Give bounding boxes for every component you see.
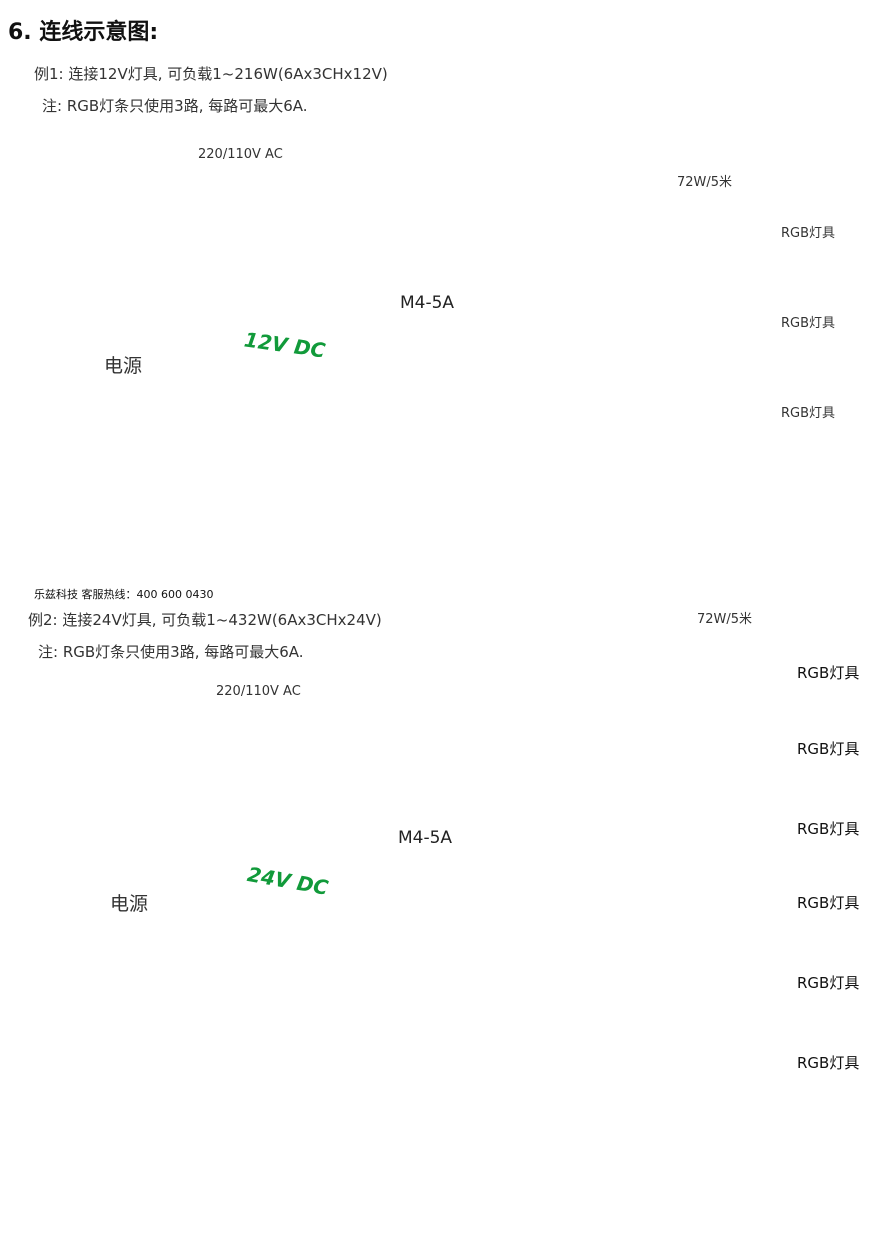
example1-strip-label: RGB灯具 [781, 406, 836, 421]
rf-remote-icon [66, 419, 289, 591]
wiring-detail-icon [434, 702, 554, 822]
led-strip-icon [625, 924, 687, 932]
example2-note: 注: RGB灯条只使用3路, 每路可最大6A. [38, 643, 304, 661]
power-supply-icon [38, 208, 272, 352]
wiring-detail-icon [553, 599, 629, 675]
led-strip-reel-icon [669, 1027, 783, 1091]
example2-strip-label: RGB灯具 [797, 740, 860, 758]
wiring-detail-icon [434, 168, 554, 288]
example1-psu-label: 电源 [104, 355, 143, 377]
example2-heading: 例2: 连接24V灯具, 可负载1~432W(6Ax3CHx24V) [28, 611, 382, 629]
example1-strip-label: RGB灯具 [781, 316, 836, 331]
rf-remote-icon [620, 426, 841, 591]
example2-psu-label: 电源 [110, 893, 149, 915]
wiring-detail-icon [567, 112, 643, 188]
led-strip-icon [611, 336, 673, 344]
led-strip-reel-icon [653, 282, 767, 346]
led-strip-icon [625, 693, 687, 701]
example1-strip-label: RGB灯具 [781, 226, 836, 241]
example1-controller-model: M4-5A [400, 293, 455, 313]
power-supply-icon [48, 748, 282, 892]
led-controller-icon [334, 304, 526, 388]
led-strip-icon [625, 1004, 687, 1012]
led-strip-reel-icon [669, 947, 783, 1011]
power-plug-icon [256, 714, 284, 762]
led-strip-icon [611, 424, 673, 432]
led-strip-icon [611, 251, 673, 259]
led-strip-reel-icon [669, 793, 783, 857]
led-strip-icon [625, 1084, 687, 1092]
example2-strip-label: RGB灯具 [797, 820, 860, 838]
led-controller-icon [339, 840, 531, 924]
power-plug-icon [253, 179, 281, 227]
example2-strip-spec: 72W/5米 [697, 612, 753, 627]
example2-ac-label: 220/110V AC [216, 684, 301, 699]
example1-ac-label: 220/110V AC [198, 147, 283, 162]
example2-strip-label: RGB灯具 [797, 894, 860, 912]
rf-remote-icon [620, 1108, 841, 1256]
example2-strip-label: RGB灯具 [797, 664, 860, 682]
led-strip-reel-icon [669, 637, 783, 701]
example2-diagram [48, 599, 841, 1256]
hotline: 乐兹科技 客服热线：400 600 0430 [34, 588, 214, 601]
example2-voltage-label: 24V DC [245, 862, 331, 900]
led-strip-icon [625, 769, 687, 777]
rf-remote-icon [360, 1108, 581, 1256]
led-strip-icon [625, 849, 687, 857]
example1-voltage-label: 12V DC [242, 327, 327, 363]
section-title: 6. 连线示意图: [8, 20, 159, 45]
example2-controller-model: M4-5A [398, 828, 453, 848]
example1-heading: 例1: 连接12V灯具, 可负载1~216W(6Ax3CHx12V) [34, 65, 388, 83]
led-strip-reel-icon [669, 867, 783, 931]
example1-note: 注: RGB灯条只使用3路, 每路可最大6A. [42, 97, 308, 115]
led-strip-reel-icon [655, 369, 769, 433]
rf-remote-icon [80, 1106, 303, 1256]
example1-strip-spec: 72W/5米 [677, 175, 733, 190]
example2-strip-label: RGB灯具 [797, 974, 860, 992]
led-strip-reel-icon [653, 202, 767, 266]
rf-remote-icon [360, 424, 581, 589]
example2-strip-label: RGB灯具 [797, 1054, 860, 1072]
led-strip-reel-icon [669, 713, 783, 777]
